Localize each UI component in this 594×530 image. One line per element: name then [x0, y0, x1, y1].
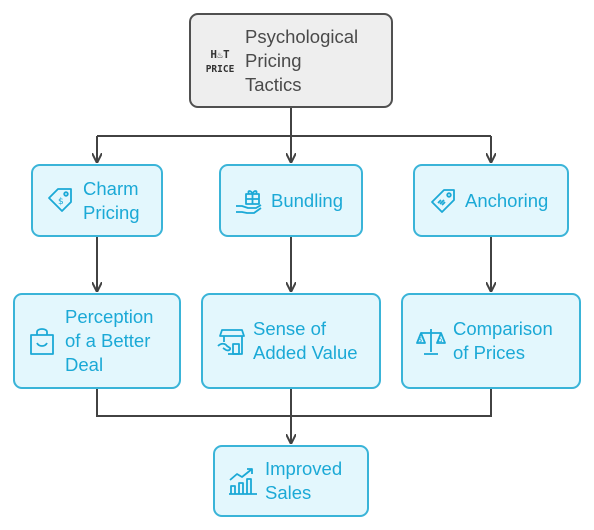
connector-merge-bar — [96, 389, 492, 417]
node-bundling: Bundling — [219, 164, 363, 237]
chart-growth-icon — [227, 466, 259, 496]
node-sense-added-value-label: Sense of Added Value — [253, 318, 358, 363]
shopping-bag-icon — [27, 326, 57, 356]
hot-price-icon: H♨T PRICE — [203, 46, 237, 76]
store-hand-icon — [215, 326, 247, 356]
node-perception-label: Perception of a Better Deal — [65, 306, 154, 375]
root-node-pricing-tactics: H♨T PRICE Psychological Pricing Tactics — [189, 13, 393, 108]
node-perception-better-deal: Perception of a Better Deal — [13, 293, 181, 389]
node-sense-added-value: Sense of Added Value — [201, 293, 381, 389]
node-improved-sales-label: Improved Sales — [265, 458, 343, 503]
price-tag-icon: $ — [43, 186, 77, 216]
root-node-label: Psychological Pricing Tactics — [245, 25, 359, 95]
svg-text:H♨T: H♨T — [210, 48, 230, 61]
node-charm-pricing: $ Charm Pricing — [31, 164, 163, 237]
node-anchoring-label: Anchoring — [465, 189, 549, 211]
svg-text:$: $ — [58, 197, 64, 207]
balance-scale-icon: $ ⌂ — [415, 326, 447, 356]
node-anchoring: Anchoring — [413, 164, 569, 237]
svg-text:⌂: ⌂ — [438, 336, 442, 344]
hand-gift-icon — [233, 186, 265, 216]
node-charm-pricing-label: Charm Pricing — [83, 177, 140, 223]
svg-text:$: $ — [418, 336, 422, 344]
node-bundling-label: Bundling — [271, 189, 344, 211]
svg-text:PRICE: PRICE — [206, 64, 235, 75]
node-comparison-prices: $ ⌂ Comparison of Prices — [401, 293, 581, 389]
node-improved-sales: Improved Sales — [213, 445, 369, 517]
price-tag-icon — [427, 186, 459, 216]
node-comparison-label: Comparison of Prices — [453, 318, 553, 363]
